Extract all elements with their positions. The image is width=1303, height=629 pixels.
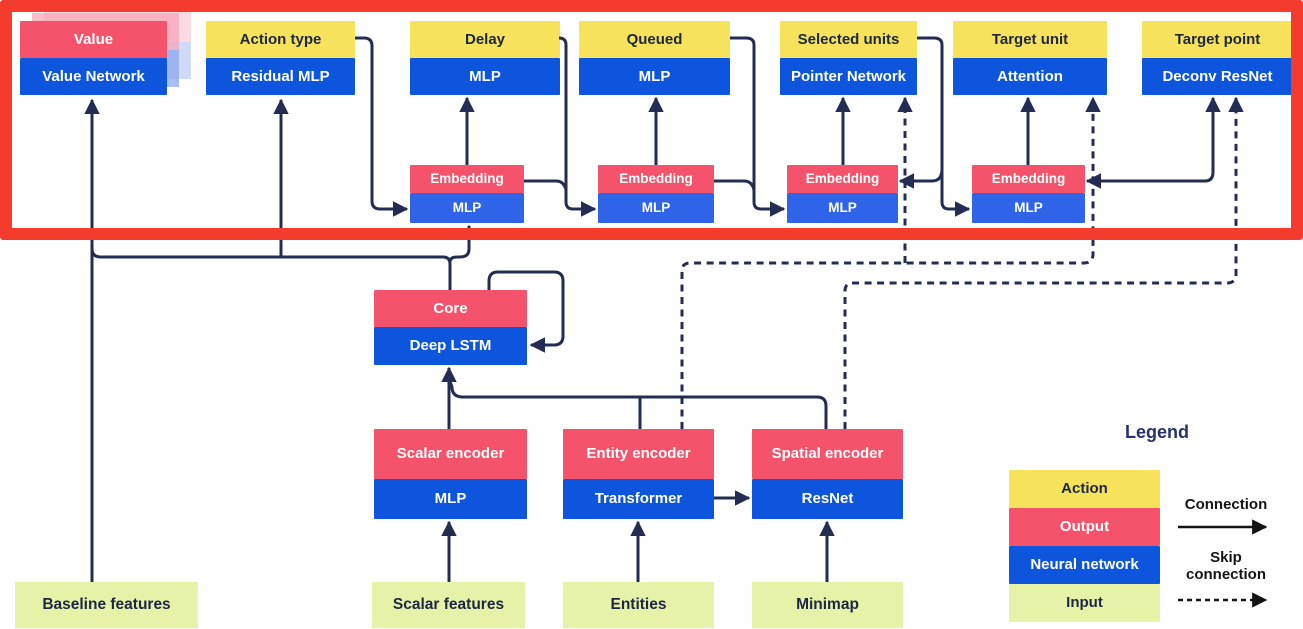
connection-embedding-2-merge [714,179,756,191]
entity-encoder-network-label: Transformer [563,479,714,519]
node-embedding-2: Embedding MLP [598,165,714,223]
connection-embedding-1-merge [524,179,568,191]
node-action-type: Action type Residual MLP [206,21,355,95]
legend-item-input: Input [1009,584,1160,622]
connection-core-to-embedding-1-mlp [448,224,477,263]
legend-skip-connection-label: Skip connection [1185,549,1266,583]
entity-encoder-label: Entity encoder [563,429,714,479]
node-selected-units: Selected units Pointer Network [780,21,917,95]
target-unit-network-label: Attention [953,58,1107,95]
node-delay: Delay MLP [410,21,560,95]
connection-core-to-value-branch [90,245,452,290]
value-output-label: Value [20,21,167,58]
selected-units-network-label: Pointer Network [780,58,917,95]
action-type-network-label: Residual MLP [206,58,355,95]
connection-embedding-4-to-deconv-resnet [1085,96,1221,189]
connection-selected-units-to-embedding-3-feedback [898,168,944,189]
scalar-encoder-label: Scalar encoder [374,429,527,479]
legend-card: Action Output Neural network Input [1009,470,1160,622]
delay-network-label: MLP [410,58,560,95]
value-network-label: Value Network [20,58,167,95]
skip-connection-entity-encoder-to-attention [680,96,1101,429]
legend-connection-label: Connection [1184,496,1268,513]
node-embedding-4: Embedding MLP [972,165,1085,223]
node-queued: Queued MLP [579,21,730,95]
node-entity-encoder: Entity encoder Transformer [563,429,714,519]
connection-queued-to-embedding-3 [730,36,786,217]
legend-item-neural-network: Neural network [1009,546,1160,584]
selected-units-label: Selected units [780,21,917,58]
connection-spatial-encoder-to-core [447,379,828,429]
legend-item-output: Output [1009,508,1160,546]
embedding-1-network-label: MLP [410,193,524,223]
node-core: Core Deep LSTM [374,290,527,365]
skip-connection-spatial-encoder-to-deconv-resnet [843,96,1244,429]
connection-action-type-to-embedding-1 [355,36,409,217]
node-embedding-1: Embedding MLP [410,165,524,223]
embedding-3-network-label: MLP [787,193,898,223]
target-point-label: Target point [1142,21,1293,58]
embedding-2-label: Embedding [598,165,714,193]
queued-label: Queued [579,21,730,58]
delay-label: Delay [410,21,560,58]
target-unit-label: Target unit [953,21,1107,58]
node-scalar-features: Scalar features [372,582,525,628]
embedding-4-label: Embedding [972,165,1085,193]
core-label: Core [374,290,527,327]
node-baseline-features: Baseline features [15,582,198,628]
embedding-1-label: Embedding [410,165,524,193]
node-embedding-3: Embedding MLP [787,165,898,223]
core-network-label: Deep LSTM [374,327,527,365]
embedding-4-network-label: MLP [972,193,1085,223]
node-scalar-encoder: Scalar encoder MLP [374,429,527,519]
embedding-2-network-label: MLP [598,193,714,223]
action-type-label: Action type [206,21,355,58]
legend-title: Legend [1124,422,1189,442]
queued-network-label: MLP [579,58,730,95]
node-target-unit: Target unit Attention [953,21,1107,95]
spatial-encoder-label: Spatial encoder [752,429,903,479]
node-target-point: Target point Deconv ResNet [1142,21,1293,95]
node-entities: Entities [563,582,714,628]
legend-item-action: Action [1009,470,1160,508]
target-point-network-label: Deconv ResNet [1142,58,1293,95]
node-value: Value Value Network [20,21,167,95]
node-minimap: Minimap [752,582,903,628]
embedding-3-label: Embedding [787,165,898,193]
node-spatial-encoder: Spatial encoder ResNet [752,429,903,519]
spatial-encoder-network-label: ResNet [752,479,903,519]
scalar-encoder-network-label: MLP [374,479,527,519]
